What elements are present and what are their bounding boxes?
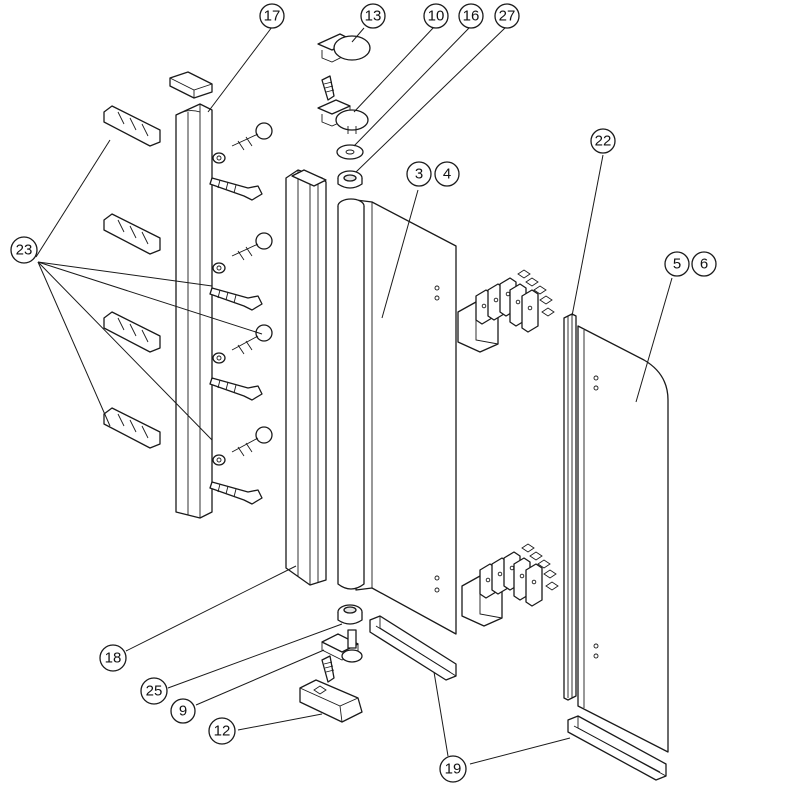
bottom-bushing — [337, 604, 363, 625]
washer-2 — [212, 262, 226, 274]
svg-text:23: 23 — [16, 242, 33, 259]
callout-3: 3 — [406, 161, 432, 187]
adjustment-profile — [285, 169, 327, 586]
svg-text:17: 17 — [264, 8, 281, 25]
callout-5: 5 — [664, 251, 690, 277]
top-hinge-screw — [321, 75, 335, 101]
bottom-hinge-bracket — [299, 679, 363, 723]
top-bushing — [337, 170, 363, 189]
svg-text:9: 9 — [179, 703, 187, 720]
callout-22: 22 — [590, 128, 616, 154]
screw-cap-3 — [231, 324, 273, 355]
vertical-seal-strip — [563, 313, 577, 701]
main-glass-panel — [337, 198, 457, 635]
wall-plug-1 — [103, 105, 161, 147]
panel-hinge-upper — [457, 269, 555, 353]
top-hinge-pivot — [317, 99, 369, 134]
top-hinge-bracket — [317, 33, 371, 63]
svg-text:18: 18 — [105, 650, 122, 667]
callout-23: 23 — [10, 236, 38, 264]
svg-text:19: 19 — [445, 761, 462, 778]
screw-cap-1 — [231, 122, 273, 151]
svg-text:5: 5 — [673, 256, 681, 273]
svg-text:4: 4 — [443, 166, 451, 183]
profile-end-cap — [169, 71, 213, 99]
callout-6: 6 — [691, 251, 717, 277]
callout-13: 13 — [360, 3, 386, 29]
screw-3 — [209, 377, 263, 401]
washer-4 — [212, 454, 226, 466]
bottom-hinge-pivot — [321, 629, 363, 663]
callout-18: 18 — [99, 644, 127, 672]
svg-text:6: 6 — [700, 256, 708, 273]
svg-text:16: 16 — [463, 8, 480, 25]
callout-12: 12 — [208, 717, 236, 745]
bottom-hinge-screw — [321, 655, 335, 683]
fixed-glass-panel — [577, 325, 669, 753]
wall-plug-2 — [103, 213, 161, 255]
top-washer — [336, 144, 364, 160]
svg-text:27: 27 — [499, 8, 516, 25]
washer-3 — [212, 352, 226, 364]
svg-text:22: 22 — [595, 133, 612, 150]
svg-text:13: 13 — [365, 8, 382, 25]
callout-19: 19 — [439, 755, 467, 783]
bottom-sweep-seal-right — [567, 715, 667, 781]
svg-text:25: 25 — [146, 683, 163, 700]
panel-hinge-lower — [461, 543, 559, 627]
callout-9: 9 — [170, 698, 196, 724]
screw-cap-2 — [231, 232, 273, 261]
wall-profile — [175, 103, 213, 519]
screw-1 — [209, 177, 263, 201]
screw-4 — [209, 481, 263, 505]
screw-2 — [209, 287, 263, 311]
svg-text:3: 3 — [415, 166, 423, 183]
svg-text:12: 12 — [214, 723, 231, 740]
leader-lines — [35, 26, 673, 765]
callout-25: 25 — [140, 677, 168, 705]
wall-plug-3 — [103, 311, 161, 353]
callout-27: 27 — [494, 3, 520, 29]
callout-17: 17 — [259, 3, 285, 29]
wall-plug-4 — [103, 407, 161, 449]
callout-10: 10 — [423, 3, 449, 29]
bottom-sweep-seal-left — [369, 615, 457, 681]
washer-1 — [212, 152, 226, 164]
svg-text:10: 10 — [428, 8, 445, 25]
callout-4: 4 — [434, 161, 460, 187]
screw-cap-4 — [231, 426, 273, 457]
callout-16: 16 — [458, 3, 484, 29]
